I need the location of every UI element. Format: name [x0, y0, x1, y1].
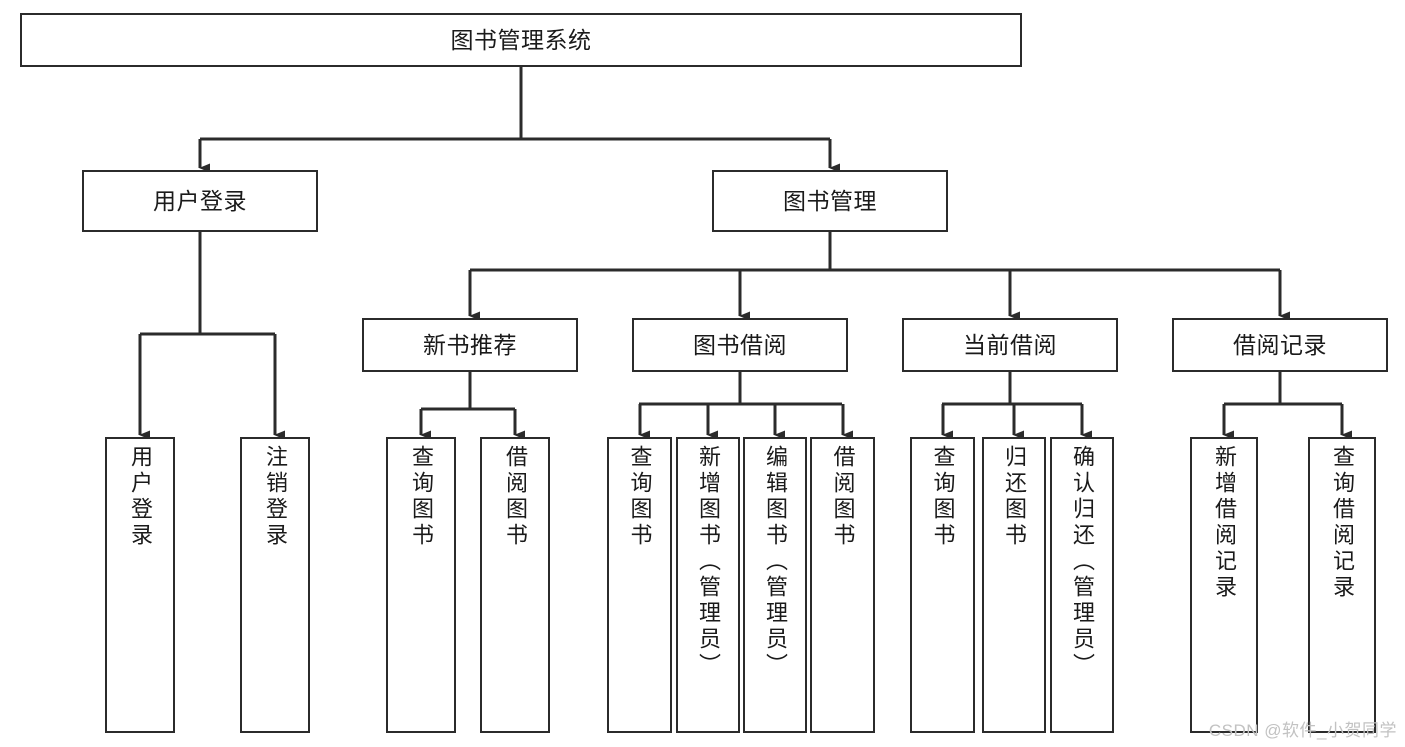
node-label: 借阅图书	[503, 445, 528, 549]
node-leaf-new-1[interactable]: 查询图书	[386, 437, 456, 733]
node-label: 图书管理系统	[450, 26, 592, 53]
node-leaf-login-2[interactable]: 注销登录	[240, 437, 310, 733]
node-label: 借阅图书	[830, 445, 856, 549]
node-records[interactable]: 借阅记录	[1172, 318, 1388, 372]
node-leaf-current-1[interactable]: 查询图书	[910, 437, 975, 733]
node-label: 图书借阅	[693, 331, 787, 358]
node-bookmgmt[interactable]: 图书管理	[712, 170, 948, 232]
node-leaf-new-2[interactable]: 借阅图书	[480, 437, 550, 733]
node-newbook[interactable]: 新书推荐	[362, 318, 578, 372]
node-label: 新增图书（管理员）	[696, 445, 721, 679]
node-root[interactable]: 图书管理系统	[20, 13, 1022, 67]
node-label: 确认归还（管理员）	[1070, 445, 1095, 679]
node-leaf-login-1[interactable]: 用户登录	[105, 437, 175, 733]
node-current[interactable]: 当前借阅	[902, 318, 1118, 372]
node-leaf-borrow-2[interactable]: 新增图书（管理员）	[676, 437, 740, 733]
node-label: 新书推荐	[423, 331, 517, 358]
node-label: 查询借阅记录	[1330, 445, 1355, 601]
node-label: 查询图书	[409, 445, 434, 549]
node-leaf-borrow-1[interactable]: 查询图书	[607, 437, 672, 733]
node-label: 查询图书	[627, 445, 653, 549]
node-leaf-rec-1[interactable]: 新增借阅记录	[1190, 437, 1258, 733]
node-label: 借阅记录	[1233, 331, 1327, 358]
node-leaf-borrow-4[interactable]: 借阅图书	[810, 437, 875, 733]
node-leaf-current-2[interactable]: 归还图书	[982, 437, 1046, 733]
node-label: 用户登录	[153, 187, 247, 214]
node-leaf-current-3[interactable]: 确认归还（管理员）	[1050, 437, 1114, 733]
node-login[interactable]: 用户登录	[82, 170, 318, 232]
node-leaf-borrow-3[interactable]: 编辑图书（管理员）	[743, 437, 807, 733]
node-label: 图书管理	[783, 187, 877, 214]
node-label: 用户登录	[128, 445, 153, 549]
node-label: 归还图书	[1002, 445, 1027, 549]
node-borrow[interactable]: 图书借阅	[632, 318, 848, 372]
node-leaf-rec-2[interactable]: 查询借阅记录	[1308, 437, 1376, 733]
csdn-watermark: CSDN @软件_小贺同学	[1208, 721, 1397, 740]
node-label: 新增借阅记录	[1212, 445, 1237, 601]
node-label: 当前借阅	[963, 331, 1057, 358]
node-label: 注销登录	[263, 445, 288, 549]
node-label: 查询图书	[930, 445, 956, 549]
node-label: 编辑图书（管理员）	[763, 445, 788, 679]
